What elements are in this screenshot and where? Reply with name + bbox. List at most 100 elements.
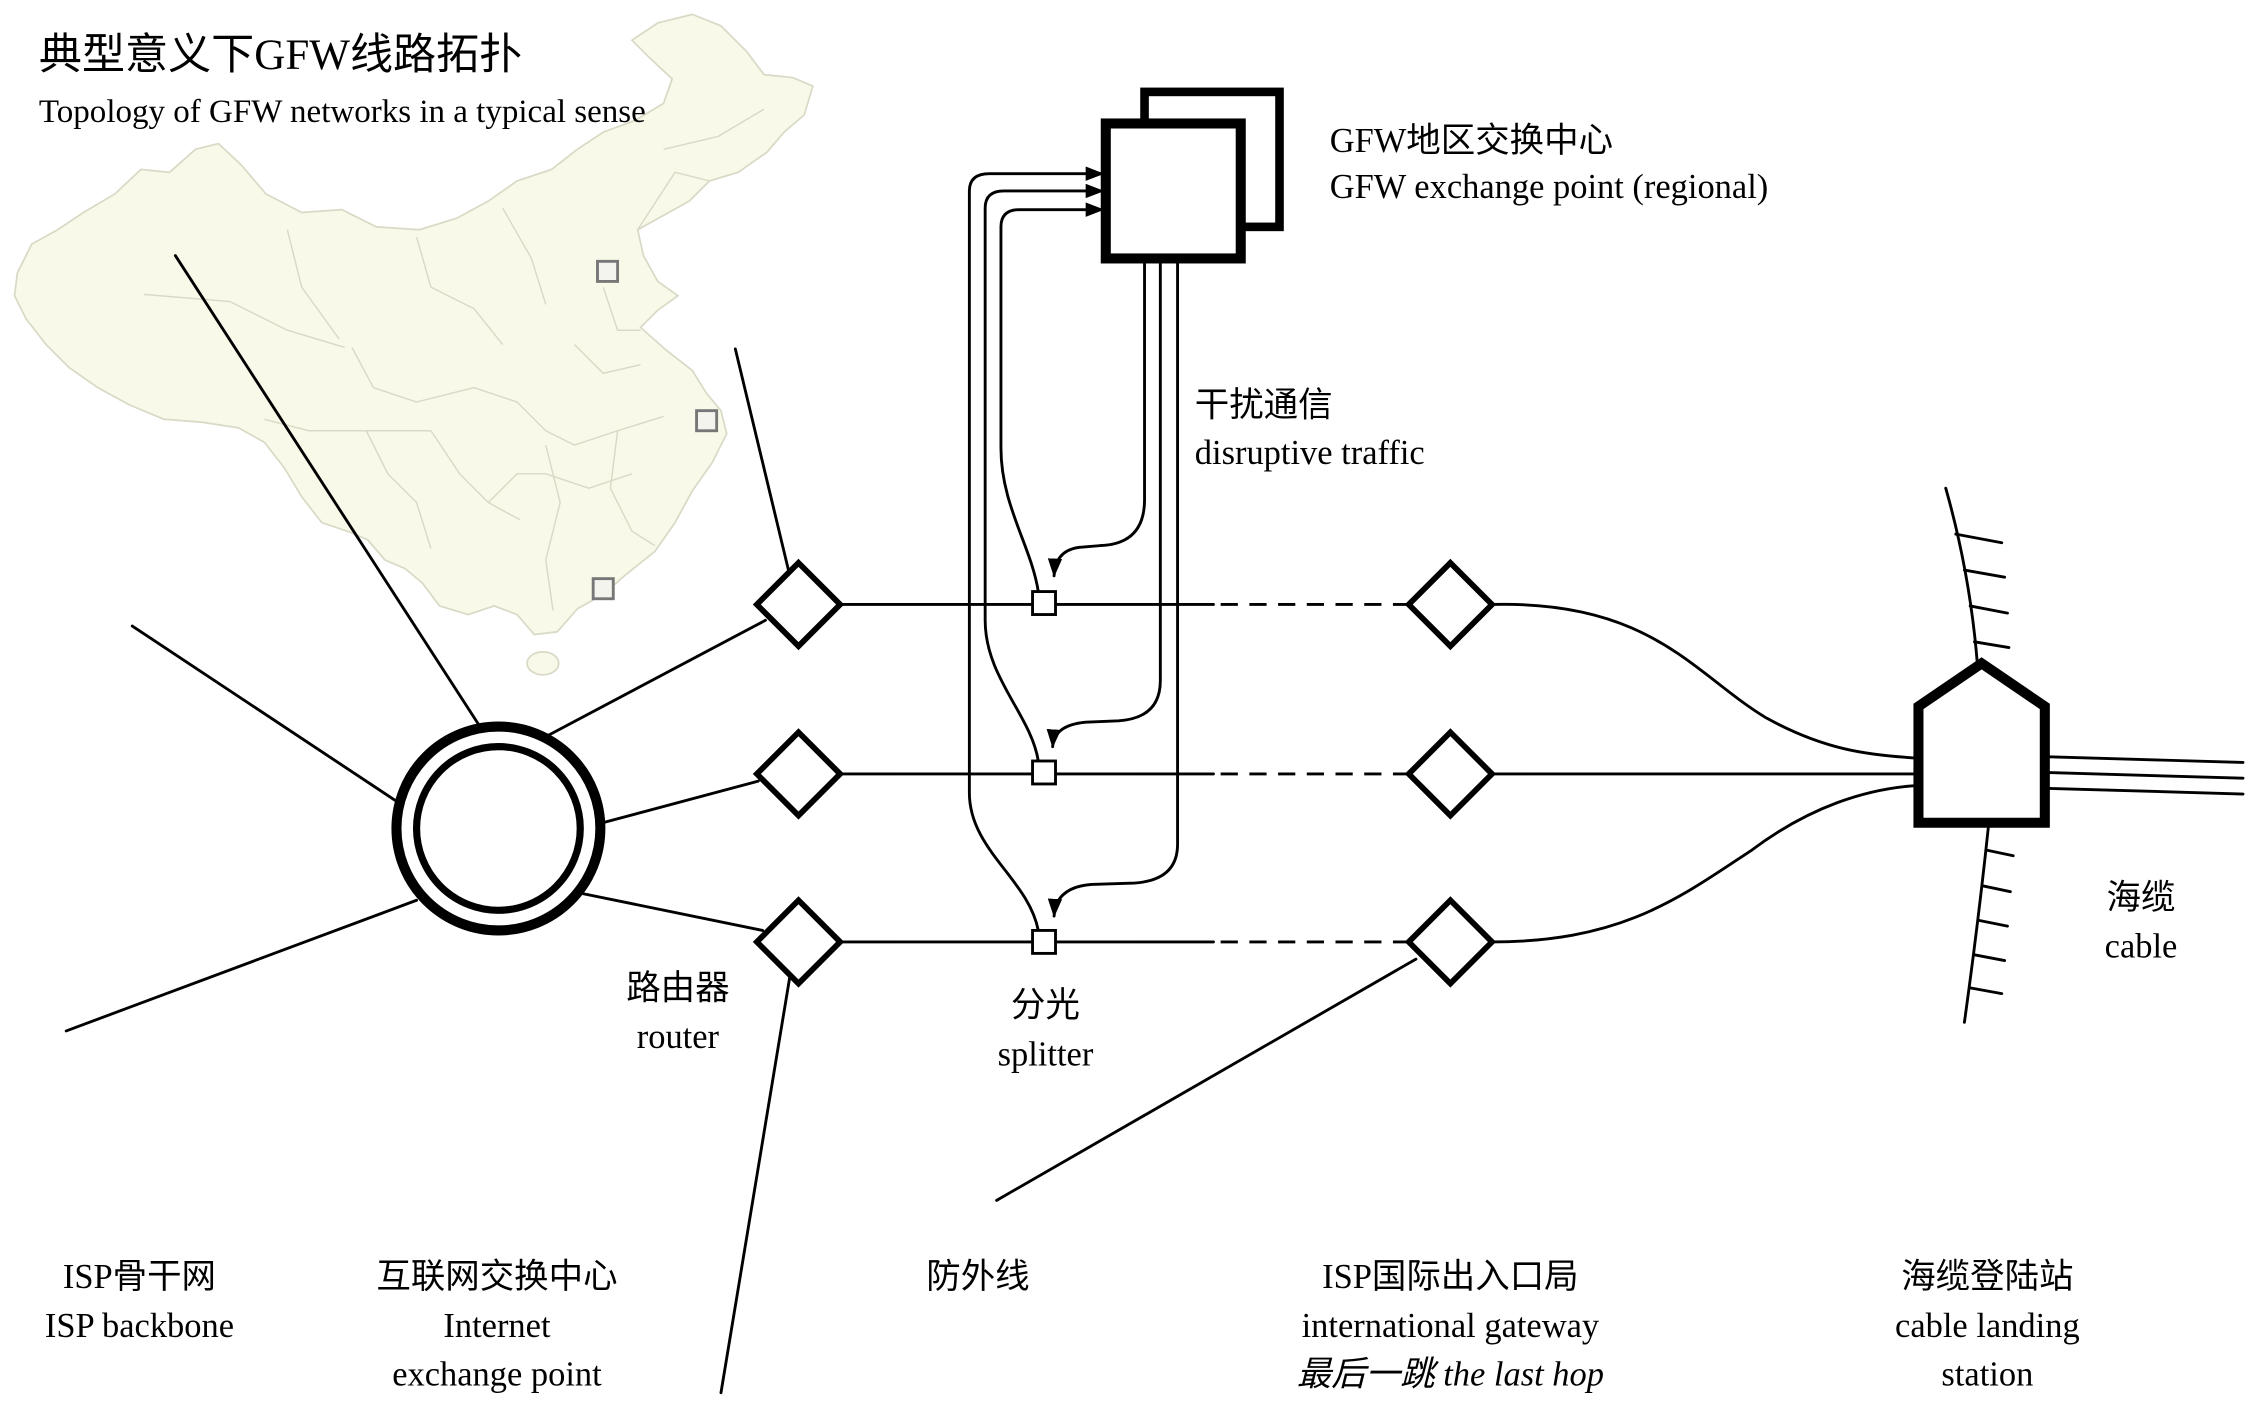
trunk-lines xyxy=(838,603,1418,1202)
splitters xyxy=(1031,590,1057,955)
coastline-hatch xyxy=(1973,953,2007,963)
submarine-cable-line xyxy=(2043,755,2245,764)
injection-arrow xyxy=(1046,257,1162,749)
router-diamond xyxy=(752,728,845,820)
router-label-zh: 路由器 xyxy=(626,969,729,1007)
coastline-hatch xyxy=(1954,532,2004,545)
china-map xyxy=(13,13,814,676)
map-location-marker xyxy=(596,259,620,283)
backbone-to-router-link xyxy=(578,891,765,932)
international-gateway-caption-zh: ISP国际出入口局 xyxy=(1322,1258,1579,1296)
disruptive-traffic-label-en: disruptive traffic xyxy=(1195,434,1425,472)
coastline-hatch xyxy=(1984,848,2015,858)
isp-backbone-inner-ring xyxy=(412,743,584,914)
cable-label-en: cable xyxy=(2105,928,2178,966)
splitter-label-en: splitter xyxy=(998,1035,1094,1073)
cable-label-zh: 海缆 xyxy=(2107,879,2176,917)
submarine-cable-line xyxy=(2043,771,2245,780)
exchange-point-front-box xyxy=(1100,118,1246,264)
injection-arrow xyxy=(1047,257,1179,918)
column-captions: ISP骨干网 ISP backbone 互联网交换中心 Internet exc… xyxy=(45,1258,2080,1394)
backbone-to-router-link xyxy=(596,779,760,826)
province-boundary xyxy=(637,171,710,231)
router-downlink xyxy=(719,974,792,1395)
coastline xyxy=(1944,486,2015,1024)
gateway-to-landing-links xyxy=(1490,603,1920,944)
internet-exchange-caption-en-1: Internet xyxy=(443,1307,551,1345)
router-diamond xyxy=(752,896,845,988)
router-diamond xyxy=(752,558,845,651)
splitter-box xyxy=(1031,928,1057,955)
cable-landing-station-caption-en-2: station xyxy=(1941,1356,2033,1394)
submarine-cable xyxy=(2043,755,2245,796)
internet-exchange-caption-zh: 互联网交换中心 xyxy=(376,1258,617,1296)
routers xyxy=(752,558,845,988)
splitter-label-zh: 分光 xyxy=(1011,987,1080,1025)
last-hop-caption: 最后一跳 the last hop xyxy=(1297,1356,1604,1394)
gateway-diamond xyxy=(1404,728,1497,820)
disruptive-traffic-label-zh: 干扰通信 xyxy=(1195,386,1333,424)
province-boundary xyxy=(415,236,504,346)
exchange-point-label-zh: GFW地区交换中心 xyxy=(1330,122,1613,160)
coastline-hatch xyxy=(1968,604,2009,615)
coastline-hatch xyxy=(1968,986,2004,996)
cable-landing-station-caption-zh: 海缆登陆站 xyxy=(1901,1258,2073,1296)
map-location-marker xyxy=(695,409,719,433)
coastline-hatch xyxy=(1981,884,2012,894)
diagram-title-en: Topology of GFW networks in a typical se… xyxy=(39,94,646,130)
cable-landing-station-house xyxy=(1913,657,2050,828)
submarine-cable-line xyxy=(2043,786,2245,796)
province-boundary xyxy=(502,207,547,305)
map-location-marker xyxy=(591,577,615,601)
cable-landing-station-caption-en-1: cable landing xyxy=(1895,1307,2080,1345)
gateway-diamond xyxy=(1404,896,1497,988)
internet-exchange-caption-en-2: exchange point xyxy=(392,1356,602,1394)
gateway-to-landing-link xyxy=(1490,603,1920,760)
province-boundary xyxy=(602,286,641,331)
backbone-links xyxy=(64,254,792,1395)
mirror-arrow xyxy=(967,166,1105,932)
splitter-box xyxy=(1031,590,1057,616)
gateway-feed-line xyxy=(995,957,1418,1202)
border-line-caption-zh: 防外线 xyxy=(926,1258,1029,1296)
gateway-to-landing-link xyxy=(1490,783,1920,944)
mirrored-traffic-arrows xyxy=(967,166,1105,932)
router-label-en: router xyxy=(637,1018,720,1056)
isp-backbone-node xyxy=(391,721,606,936)
province-boundary xyxy=(609,430,656,547)
hainan-island xyxy=(526,651,560,676)
gateway-routers xyxy=(1404,558,1497,988)
province-boundary xyxy=(286,229,340,340)
backbone-to-router-link xyxy=(544,618,767,739)
province-boundary xyxy=(487,473,633,504)
gfw-exchange-point xyxy=(1100,87,1284,264)
router-uplink xyxy=(733,347,790,572)
province-boundary xyxy=(663,108,765,151)
province-boundary xyxy=(516,401,664,446)
province-boundary xyxy=(430,430,521,521)
province-boundary xyxy=(143,293,345,349)
mirror-arrow xyxy=(983,183,1105,763)
splitter-box xyxy=(1031,759,1057,786)
coastline-upper xyxy=(1944,486,1979,665)
mirror-arrow xyxy=(999,202,1105,594)
disruptive-traffic-arrows xyxy=(1046,257,1179,918)
coastline-hatch xyxy=(1962,568,2007,579)
province-boundary xyxy=(573,344,641,375)
exchange-point-label-en: GFW exchange point (regional) xyxy=(1330,168,1769,206)
province-boundary xyxy=(365,430,432,549)
international-gateway-caption-en: international gateway xyxy=(1302,1307,1600,1345)
backbone-link xyxy=(64,898,418,1033)
backbone-link xyxy=(130,624,407,809)
isp-backbone-caption-zh: ISP骨干网 xyxy=(63,1258,216,1296)
isp-backbone-caption-en: ISP backbone xyxy=(45,1307,234,1345)
gateway-diamond xyxy=(1404,558,1497,651)
injection-arrow xyxy=(1047,257,1146,578)
coastline-hatch xyxy=(1977,918,2009,928)
province-boundary xyxy=(351,347,518,403)
province-boundary xyxy=(545,444,561,611)
backbone-link xyxy=(173,254,487,737)
coastline-hatch xyxy=(1973,640,2011,650)
diagram-title-zh: 典型意义下GFW线路拓扑 xyxy=(39,31,522,79)
